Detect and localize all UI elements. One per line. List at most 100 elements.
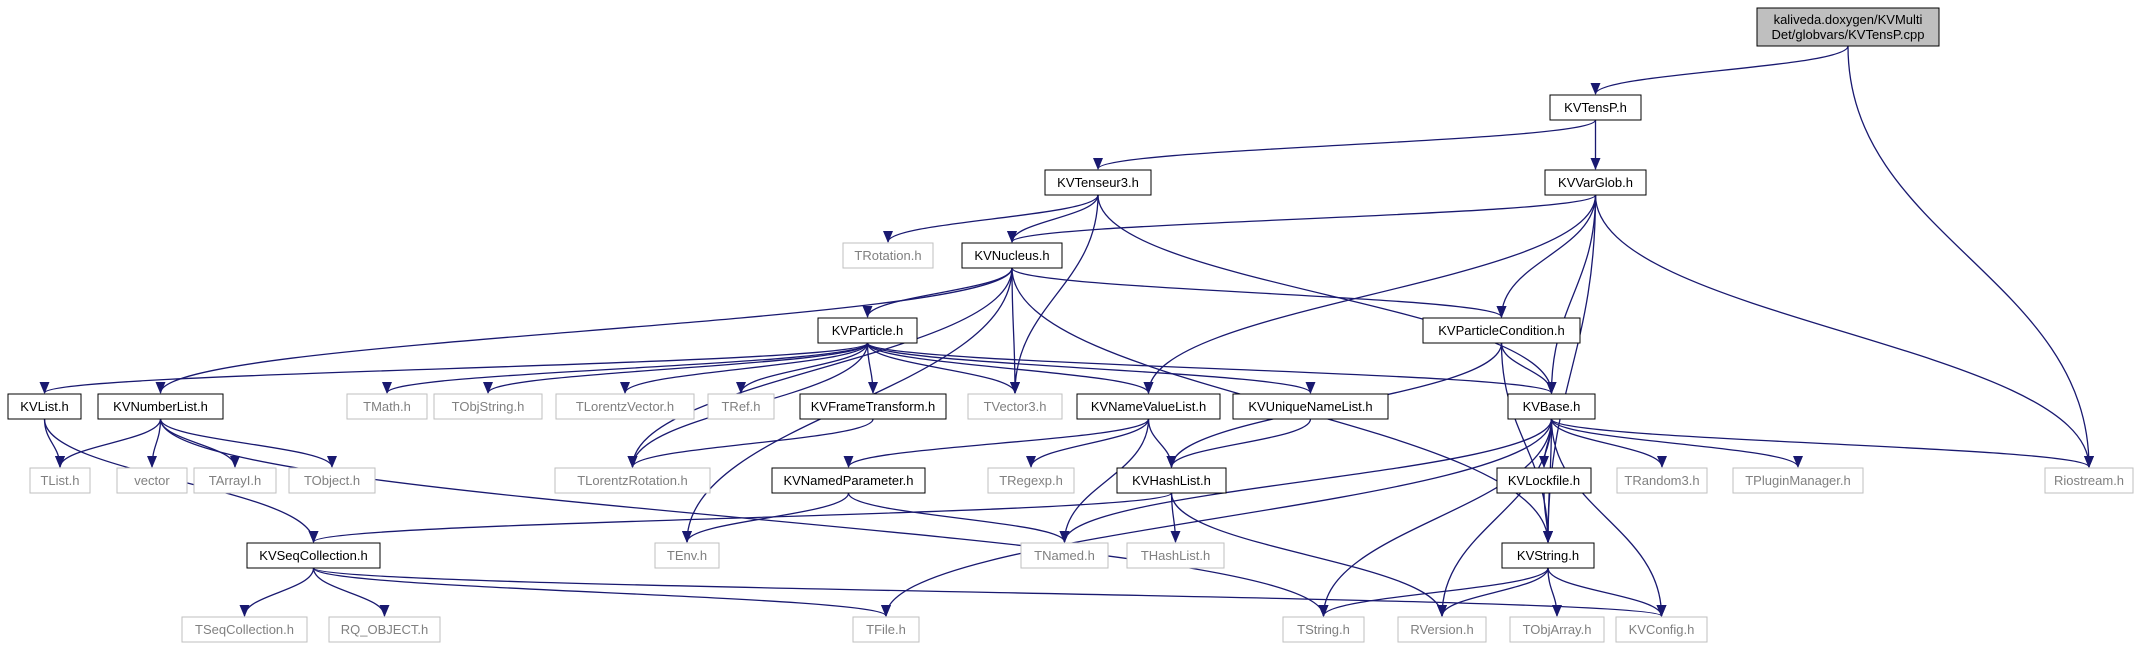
edge-kvlist-to-tlist (43, 418, 65, 468)
node-kvvar-glob[interactable]: KVVarGlob.h (1544, 169, 1647, 196)
edge-kvparticle-condition-to-kvbase (1500, 342, 1557, 394)
node-label: TLorentzRotation.h (577, 473, 688, 488)
node-label: TFile.h (866, 622, 906, 637)
node-label: KVTenseur3.h (1057, 175, 1139, 190)
node-box (1509, 616, 1605, 643)
node-box (1126, 542, 1225, 569)
node-label: THashList.h (1141, 548, 1210, 563)
node-label: KVVarGlob.h (1558, 175, 1633, 190)
node-kvlist[interactable]: KVList.h (7, 393, 82, 420)
node-tmath: TMath.h (346, 393, 428, 420)
node-label: Riostream.h (2054, 473, 2124, 488)
node-box (707, 393, 775, 420)
node-tplugin-manager: TPluginManager.h (1732, 467, 1864, 494)
edge-root-to-riostream (1847, 45, 2094, 468)
node-label: TRandom3.h (1624, 473, 1699, 488)
node-kvconfig: KVConfig.h (1615, 616, 1708, 643)
edge-kvparticle-to-kvbase (866, 342, 1557, 394)
node-box (346, 393, 428, 420)
edge-kvvar-glob-to-kvname-value-list (1143, 194, 1597, 394)
edge-kvparticle-to-tref (736, 342, 869, 394)
node-kvstring[interactable]: KVString.h (1501, 542, 1595, 569)
node-rversion: RVersion.h (1397, 616, 1487, 643)
edge-kvbase-to-tplugin-manager (1550, 418, 1803, 468)
node-box (1422, 317, 1581, 344)
edge-kvvar-glob-to-kvbase (1546, 194, 1597, 394)
edge-kvtens-p-to-kvtenseur3 (1093, 119, 1597, 170)
edge-kvname-value-list-to-tnamed (1059, 418, 1150, 543)
node-label: TEnv.h (667, 548, 707, 563)
node-kvunique-name-list[interactable]: KVUniqueNameList.h (1232, 393, 1389, 420)
node-label: TString.h (1297, 622, 1350, 637)
node-kvnucleus[interactable]: KVNucleus.h (961, 242, 1063, 269)
edge-kvstring-to-kvconfig (1547, 567, 1667, 617)
node-kvparticle-condition[interactable]: KVParticleCondition.h (1422, 317, 1581, 344)
node-trandom3: TRandom3.h (1616, 467, 1708, 494)
node-box (842, 242, 934, 269)
node-kvframe-transform[interactable]: KVFrameTransform.h (799, 393, 947, 420)
edge-kvnucleus-to-kvparticle-condition (1011, 267, 1507, 318)
node-box (554, 467, 711, 494)
node-box (987, 467, 1075, 494)
node-tref: TRef.h (707, 393, 775, 420)
edge-kvparticle-condition-to-kvstring (1500, 342, 1553, 543)
edge-kvbase-to-trandom3 (1550, 418, 1667, 468)
node-kvname-value-list[interactable]: KVNameValueList.h (1076, 393, 1221, 420)
node-label: KVHashList.h (1132, 473, 1211, 488)
node-label: TArrayI.h (209, 473, 262, 488)
edge-kvnamed-parameter-to-tnamed (847, 492, 1070, 543)
node-box (817, 317, 918, 344)
node-riostream: Riostream.h (2044, 467, 2134, 494)
node-label: Det/globvars/KVTensP.cpp (1772, 27, 1925, 42)
node-kvseq-collection[interactable]: KVSeqCollection.h (246, 542, 381, 569)
edge-kvnucleus-to-tvector3 (1009, 267, 1020, 394)
edge-kvparticle-to-tlorentz-vector (620, 342, 869, 394)
node-label: KVParticleCondition.h (1438, 323, 1564, 338)
node-kvparticle[interactable]: KVParticle.h (817, 317, 918, 344)
node-tseq-collection: TSeqCollection.h (181, 616, 308, 643)
edge-kvseq-collection-to-tfile (312, 567, 891, 617)
node-label: KVNucleus.h (974, 248, 1049, 263)
edge-kvtenseur3-to-kvbase (1097, 194, 1557, 394)
node-label: RQ_OBJECT.h (341, 622, 428, 637)
edge-kvname-value-list-to-tregexp (1026, 418, 1150, 468)
node-label: KVString.h (1517, 548, 1579, 563)
edge-kvframe-transform-to-tlorentz-rotation (627, 418, 874, 468)
edge-kvlockfile-to-kvstring (1542, 492, 1553, 543)
node-trotation: TRotation.h (842, 242, 934, 269)
edge-kvparticle-to-tvector3 (866, 342, 1020, 394)
node-kvlockfile[interactable]: KVLockfile.h (1496, 467, 1592, 494)
node-root[interactable]: kaliveda.doxygen/KVMultiDet/globvars/KVT… (1756, 7, 1940, 47)
node-box (7, 393, 82, 420)
edge-kvnumber-list-to-tlist (55, 418, 162, 468)
edge-kvparticle-to-kvlist (39, 342, 869, 394)
node-label: KVLockfile.h (1508, 473, 1580, 488)
node-box (852, 616, 920, 643)
edge-kvnucleus-to-kvnumber-list (155, 267, 1013, 394)
node-kvbase[interactable]: KVBase.h (1507, 393, 1596, 420)
node-label: TList.h (40, 473, 79, 488)
node-box (1616, 467, 1708, 494)
node-box (1044, 169, 1152, 196)
header-nodes: kaliveda.doxygen/KVMultiDet/globvars/KVT… (7, 7, 2134, 643)
node-label: KVNumberList.h (113, 399, 208, 414)
edge-kvnumber-list-to-vector (147, 418, 162, 468)
node-kvnumber-list[interactable]: KVNumberList.h (97, 393, 224, 420)
edge-kvparticle-to-kvunique-name-list (866, 342, 1316, 394)
node-label: TObject.h (304, 473, 360, 488)
node-tregexp: TRegexp.h (987, 467, 1075, 494)
node-label: TNamed.h (1034, 548, 1095, 563)
node-tnamed: TNamed.h (1020, 542, 1109, 569)
node-kvtens-p[interactable]: KVTensP.h (1549, 94, 1642, 121)
node-box (288, 467, 376, 494)
edge-kvbase-to-tnamed (1059, 418, 1553, 543)
edge-kvnamed-parameter-to-tenv (682, 492, 850, 543)
node-tfile: TFile.h (852, 616, 920, 643)
node-kvnamed-parameter[interactable]: KVNamedParameter.h (771, 467, 926, 494)
node-kvtenseur3[interactable]: KVTenseur3.h (1044, 169, 1152, 196)
node-kvhash-list[interactable]: KVHashList.h (1116, 467, 1227, 494)
node-box (654, 542, 720, 569)
node-label: RVersion.h (1410, 622, 1473, 637)
node-box (961, 242, 1063, 269)
node-label: KVList.h (20, 399, 68, 414)
